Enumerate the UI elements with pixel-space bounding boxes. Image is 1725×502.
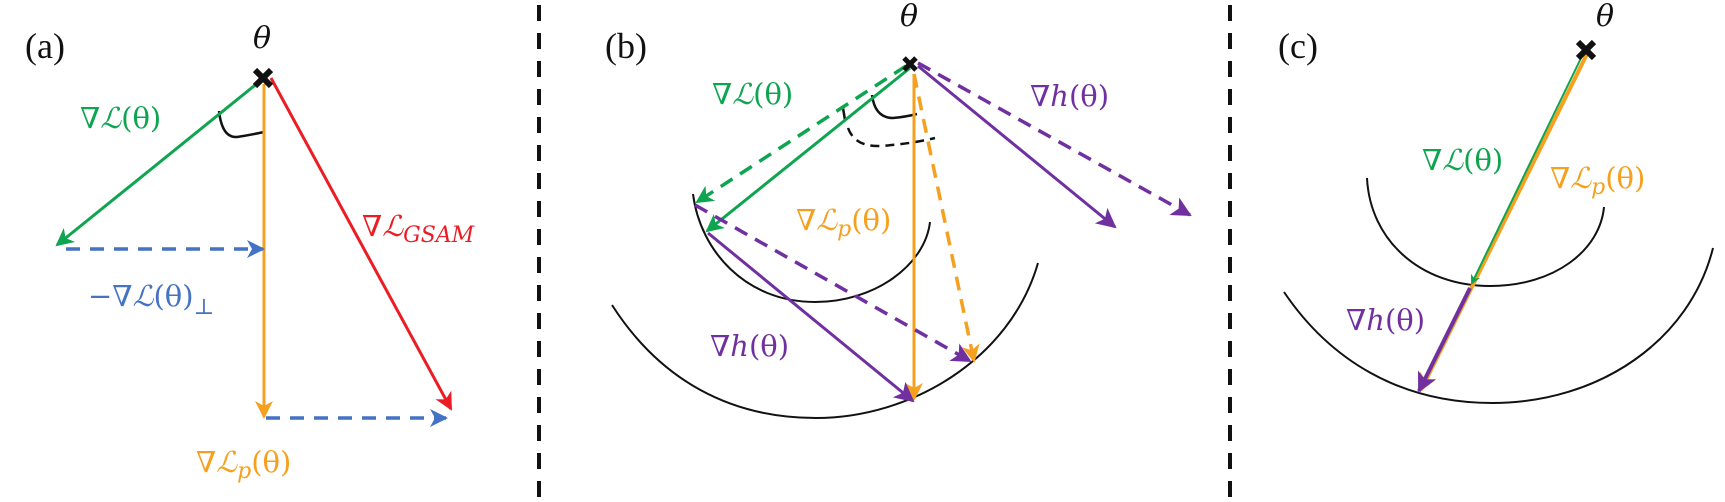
grad-h-vector bbox=[1417, 287, 1472, 393]
angle-tick bbox=[841, 107, 847, 121]
grad-Lp-label: ∇ℒp(θ) bbox=[796, 203, 891, 242]
grad-Lp-label: ∇ℒp(θ) bbox=[196, 445, 291, 484]
grad-L-label: ∇ℒ(θ) bbox=[712, 77, 793, 111]
panel-c: (c) θ ∇ℒ(θ) ∇ℒp(θ) ∇h(θ) bbox=[1278, 0, 1714, 405]
grad-h-left-dashed-vector bbox=[694, 203, 972, 363]
grad-L-label: ∇ℒ(θ) bbox=[80, 101, 161, 135]
theta-point-marker bbox=[252, 67, 274, 89]
grad-L-label: ∇ℒ(θ) bbox=[1422, 143, 1503, 177]
neg-grad-L-perp-label: −∇ℒ(θ)⊥ bbox=[88, 279, 214, 320]
grad-L-gsam-label: ∇ℒGSAM bbox=[362, 209, 475, 248]
outer-level-set-arc bbox=[1283, 247, 1714, 405]
theta-label: θ bbox=[1596, 0, 1614, 34]
angle-arc-dashed bbox=[846, 127, 936, 148]
grad-h-right-vector bbox=[917, 64, 1117, 229]
grad-L-vector bbox=[705, 66, 911, 233]
inner-level-set-arc bbox=[692, 193, 931, 304]
grad-h-right-dashed-vector bbox=[917, 61, 1192, 217]
grad-h-right-label: ∇h(θ) bbox=[1030, 79, 1109, 113]
theta-label: θ bbox=[253, 21, 271, 56]
angle-arc-solid bbox=[870, 94, 918, 120]
theta-point-marker bbox=[902, 56, 918, 72]
grad-h-left-label: ∇h(θ) bbox=[710, 329, 789, 363]
outer-level-set-arc bbox=[611, 262, 1039, 420]
panel-label-c: (c) bbox=[1278, 26, 1318, 66]
grad-h-label: ∇h(θ) bbox=[1346, 303, 1425, 337]
grad-L-vector bbox=[55, 80, 260, 247]
inner-level-set-arc bbox=[1366, 177, 1605, 288]
theta-label: θ bbox=[900, 0, 918, 34]
panel-label-b: (b) bbox=[605, 26, 647, 66]
grad-Lp-label: ∇ℒp(θ) bbox=[1550, 161, 1645, 200]
panel-b: (b) θ ∇ℒ(θ) bbox=[605, 0, 1192, 420]
grad-L-dashed-vector bbox=[695, 64, 907, 204]
grad-h-left-vector bbox=[707, 231, 915, 403]
grad-L-gsam-vector bbox=[269, 77, 453, 411]
grad-L-vector bbox=[1470, 53, 1584, 285]
panel-a: (a) θ ∇ℒ(θ) −∇ℒ(θ)⊥ ∇ℒGSAM bbox=[25, 21, 475, 484]
grad-Lp-dashed-vector bbox=[912, 73, 980, 363]
theta-point-marker bbox=[1575, 39, 1597, 61]
panel-label-a: (a) bbox=[25, 26, 65, 66]
angle-arc bbox=[217, 110, 265, 139]
